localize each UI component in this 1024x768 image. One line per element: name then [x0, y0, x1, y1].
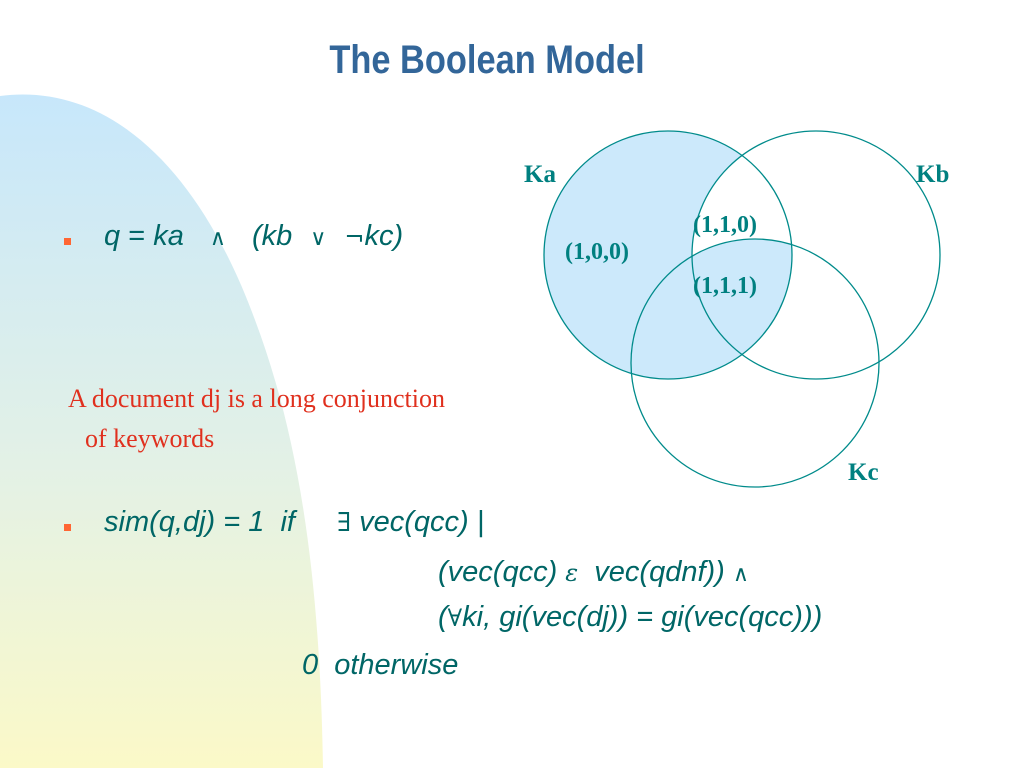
circle-kb — [691, 130, 941, 380]
sim-line-2: (vec(qcc) ε vec(qdnf)) ∧ — [438, 556, 749, 589]
circle-ka — [543, 130, 793, 380]
note-line-2: of keywords — [85, 424, 215, 453]
or-operator: ∨ — [310, 226, 327, 251]
query-symbol: q — [104, 220, 121, 252]
set-label-kc: Kc — [848, 459, 879, 486]
equals-sign: = — [120, 220, 154, 252]
close-paren: ) — [393, 220, 404, 252]
term-kc: kc — [364, 220, 394, 252]
sim-definition: sim(q,dj) = 1 if — [104, 506, 295, 538]
exists-symbol: ∃ — [336, 508, 352, 538]
vec-qdnf: vec(qdnf)) — [578, 556, 733, 588]
set-label-ka: Ka — [524, 161, 556, 188]
open-paren: ( — [251, 220, 262, 252]
slide-title: The Boolean Model — [329, 38, 645, 82]
sim-otherwise: 0 otherwise — [302, 649, 459, 681]
vec-qcc: (vec(qcc) — [438, 556, 566, 588]
sim-condition: vec(qcc) | — [351, 506, 485, 538]
sim-line-3: (∀ki, gi(vec(dj)) = gi(vec(qcc))) — [438, 601, 822, 634]
circle-kc — [630, 238, 880, 488]
bullet-marker — [64, 238, 71, 245]
term-kb: kb — [261, 220, 293, 252]
sim-line-1: sim(q,dj) = 1 if ∃ vec(qcc) | — [104, 506, 484, 539]
and-operator: ∧ — [732, 562, 750, 587]
set-label-kb: Kb — [916, 161, 949, 188]
open-paren: ( — [438, 601, 448, 633]
epsilon-symbol: ε — [565, 559, 579, 587]
note-line-1: A document dj is a long conjunction — [68, 384, 445, 413]
and-operator: ∧ — [209, 226, 226, 251]
forall-clause: ki, gi(vec(dj)) = gi(vec(qcc))) — [462, 601, 823, 633]
region-label-110: (1,1,0) — [693, 212, 757, 238]
query-formula: q = ka ∧ (kb ∨ ¬kc) — [104, 220, 403, 253]
region-label-100: (1,0,0) — [565, 239, 629, 265]
not-operator: ¬ — [344, 223, 365, 251]
bullet-marker — [64, 524, 71, 531]
term-ka: ka — [153, 220, 184, 252]
forall-symbol: ∀ — [447, 604, 463, 632]
region-label-111: (1,1,1) — [693, 273, 757, 299]
